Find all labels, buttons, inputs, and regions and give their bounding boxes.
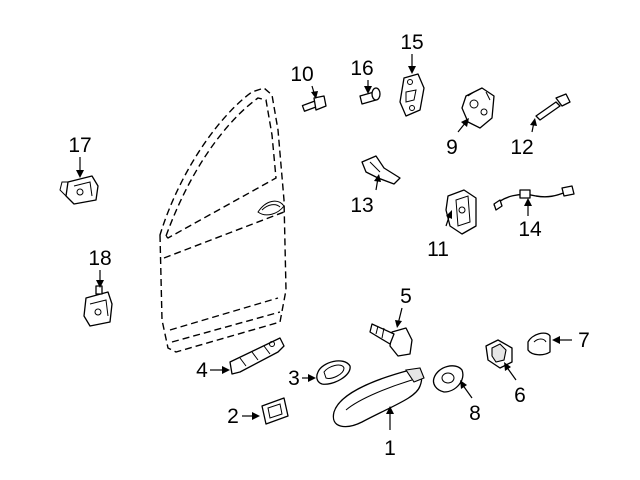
part-17-hinge-upper xyxy=(59,175,99,205)
part-15-striker xyxy=(399,73,425,117)
arrowhead-9 xyxy=(461,118,469,127)
callout-10: 10 xyxy=(290,63,313,86)
callout-16: 16 xyxy=(350,57,373,80)
part-12-rod xyxy=(535,93,571,121)
arrowhead-16 xyxy=(364,86,372,94)
arrowhead-2 xyxy=(252,412,260,420)
part-14-cable xyxy=(493,185,575,211)
part-4-handle-bracket xyxy=(229,337,285,375)
part-9-latch xyxy=(461,87,495,129)
door-phantom-outline xyxy=(159,87,287,353)
callout-17: 17 xyxy=(68,134,91,157)
callout-13: 13 xyxy=(350,194,373,217)
callout-18: 18 xyxy=(88,247,111,270)
arrowhead-13 xyxy=(374,174,381,182)
arrowhead-14 xyxy=(524,198,532,206)
callout-12: 12 xyxy=(510,136,533,159)
callout-8: 8 xyxy=(469,402,481,425)
callout-9: 9 xyxy=(446,136,458,159)
part-6-end-cap xyxy=(485,339,513,369)
arrowhead-10 xyxy=(311,91,318,99)
part-7-cover xyxy=(527,332,551,356)
callout-3: 3 xyxy=(288,367,300,390)
part-3-gasket xyxy=(316,360,351,385)
arrowhead-15 xyxy=(408,66,416,74)
arrowhead-8 xyxy=(460,380,467,389)
part-1-outside-handle xyxy=(332,367,425,428)
part-11-lock-housing xyxy=(445,189,477,235)
callout-6: 6 xyxy=(514,384,526,407)
arrowhead-3 xyxy=(308,374,316,382)
part-16-screw xyxy=(359,87,381,105)
callout-4: 4 xyxy=(196,359,208,382)
door-handle-sketch xyxy=(257,200,285,216)
part-10-bolt xyxy=(301,95,327,112)
part-13-clip xyxy=(361,155,401,185)
arrowhead-1 xyxy=(386,406,394,414)
part-8-bezel xyxy=(432,365,464,393)
callout-1: 1 xyxy=(384,437,396,460)
callout-15: 15 xyxy=(400,31,423,54)
arrowhead-5 xyxy=(395,320,402,328)
callout-2: 2 xyxy=(227,405,239,428)
callout-7: 7 xyxy=(578,329,590,352)
arrowhead-18 xyxy=(96,280,104,288)
arrowhead-7 xyxy=(552,336,560,344)
arrowhead-17 xyxy=(76,170,84,178)
callout-11: 11 xyxy=(427,238,449,261)
arrowhead-11 xyxy=(446,210,452,219)
arrowhead-4 xyxy=(222,366,230,374)
arrowhead-6 xyxy=(504,362,511,371)
part-5-lock-cylinder xyxy=(369,323,413,357)
part-2-gasket xyxy=(261,397,289,425)
callout-14: 14 xyxy=(518,218,542,241)
part-18-hinge-lower xyxy=(83,285,113,327)
arrowhead-12 xyxy=(530,118,537,126)
callout-5: 5 xyxy=(400,285,412,308)
